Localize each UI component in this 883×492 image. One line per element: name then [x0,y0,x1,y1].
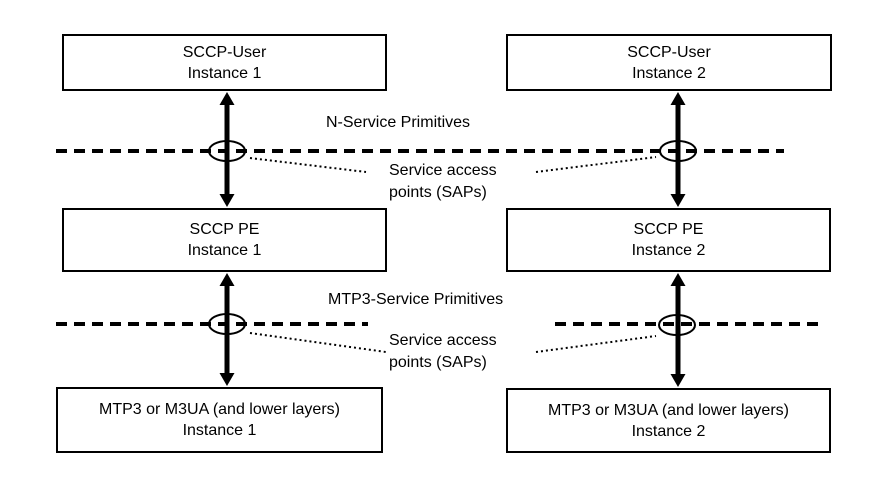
label-n-service-primitives: N-Service Primitives [326,114,471,131]
box-title: MTP3 or M3UA (and lower layers) [99,401,340,418]
sap-leader-line-upper-right [535,156,657,173]
sap-ellipse-upper-right-icon [659,140,697,162]
arrow-head-up-icon [670,273,686,286]
sap-ellipse-upper-left-icon [208,140,246,162]
sap-ellipse-lower-right-icon [658,314,696,336]
label-mtp3-service-primitives: MTP3-Service Primitives [328,291,504,308]
box-sccp-pe-instance-2: SCCP PE Instance 2 [506,208,831,272]
label-sap-line1: Service access [389,162,497,179]
box-subtitle: Instance 1 [187,242,262,259]
label-sap-upper: Service access points (SAPs) [389,160,497,204]
box-subtitle: Instance 1 [187,64,262,82]
box-title: SCCP-User [627,43,711,61]
box-sccp-pe-instance-1: SCCP PE Instance 1 [62,208,387,272]
box-title: SCCP PE [189,221,260,238]
double-arrow-pe2-mtp3-2 [670,273,686,387]
label-sap-line1: Service access [389,332,497,349]
double-arrow-user1-pe1 [219,92,235,207]
arrow-head-up-icon [670,92,686,105]
box-mtp3-instance-1: MTP3 or M3UA (and lower layers) Instance… [56,387,383,453]
box-mtp3-instance-2: MTP3 or M3UA (and lower layers) Instance… [506,388,831,453]
arrow-head-down-icon [219,194,235,207]
arrow-head-up-icon [219,92,235,105]
arrow-head-up-icon [219,273,235,286]
arrow-head-down-icon [670,194,686,207]
box-title: MTP3 or M3UA (and lower layers) [548,401,789,419]
label-sap-lower: Service access points (SAPs) [389,330,497,374]
box-sccp-user-instance-2: SCCP-User Instance 2 [506,34,832,91]
sap-leader-line-upper-left [249,157,367,173]
box-title: SCCP-User [182,43,267,61]
box-subtitle: Instance 1 [182,422,257,439]
box-subtitle: Instance 2 [632,64,706,82]
double-arrow-user2-pe2 [670,92,686,207]
box-subtitle: Instance 2 [631,242,706,259]
arrow-head-down-icon [219,373,235,386]
arrow-head-down-icon [670,374,686,387]
sap-leader-line-lower-right [535,335,657,353]
double-arrow-pe1-mtp3-1 [219,273,235,386]
box-sccp-user-instance-1: SCCP-User Instance 1 [62,34,387,91]
sap-ellipse-lower-left-icon [208,313,246,335]
box-subtitle: Instance 2 [631,422,706,440]
label-sap-line2: points (SAPs) [389,354,487,371]
box-title: SCCP PE [633,221,704,238]
label-sap-line2: points (SAPs) [389,184,487,201]
sap-leader-line-lower-left [249,332,387,353]
